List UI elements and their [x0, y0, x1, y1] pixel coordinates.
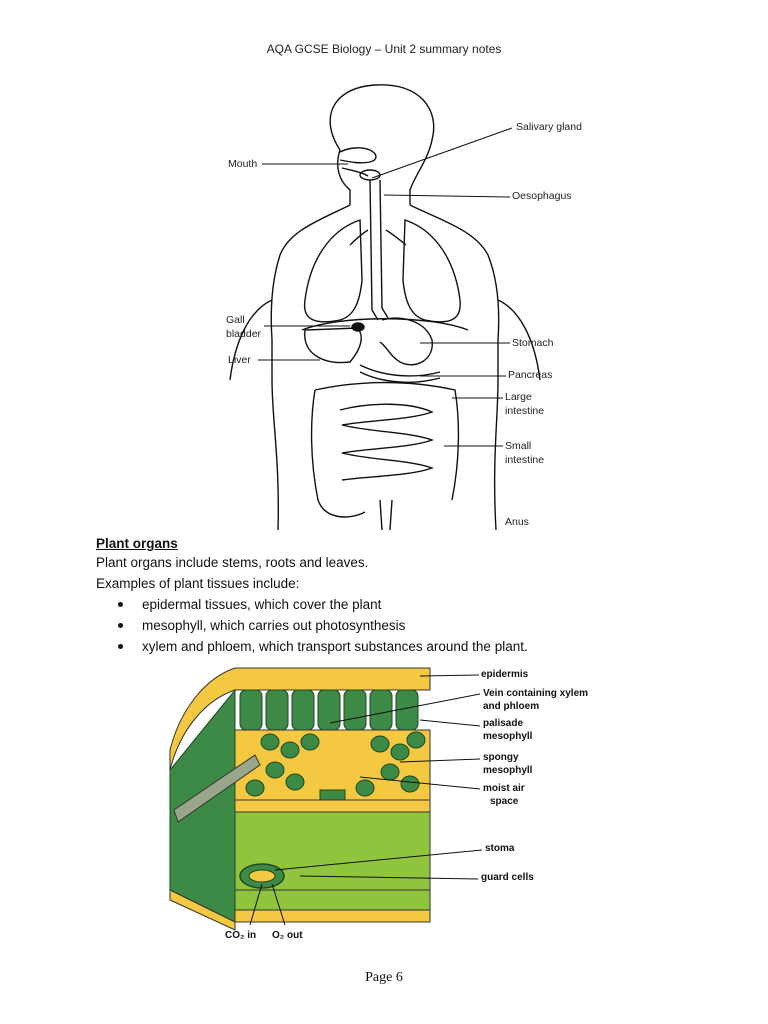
small-intestine — [339, 403, 435, 481]
label-large: Large — [505, 391, 532, 403]
list-item: epidermal tissues, which cover the plant — [118, 594, 696, 615]
label-air-2: space — [490, 796, 519, 807]
label-oesophagus: Oesophagus — [512, 190, 572, 202]
torso-right — [409, 204, 500, 531]
label-vein-2: and phloem — [483, 701, 540, 712]
label-stomach: Stomach — [512, 337, 554, 349]
tissue-list: epidermal tissues, which cover the plant… — [96, 594, 696, 657]
label-co2-in: CO₂ in — [225, 930, 257, 941]
head-outline — [329, 84, 435, 205]
label-pancreas: Pancreas — [508, 369, 553, 381]
intro-line-2: Examples of plant tissues include: — [96, 576, 300, 591]
label-air: moist air — [483, 783, 525, 794]
plant-organs-section: Plant organs Plant organs include stems,… — [96, 535, 696, 657]
label-bladder: bladder — [226, 328, 262, 340]
label-spongy: spongy — [483, 752, 519, 763]
label-o2-out: O₂ out — [272, 930, 303, 941]
label-guard-cells: guard cells — [481, 872, 534, 883]
label-epidermis: epidermis — [481, 669, 529, 680]
label-stoma: stoma — [485, 843, 515, 854]
list-item: mesophyll, which carries out photosynthe… — [118, 615, 696, 636]
leaf-illustration — [169, 667, 431, 931]
torso-left — [270, 204, 351, 531]
label-palisade-2: mesophyll — [483, 731, 533, 742]
liver — [304, 327, 362, 364]
label-anus: Anus — [505, 516, 529, 528]
section-heading: Plant organs — [96, 536, 178, 551]
label-small: Small — [505, 440, 532, 452]
label-large-intestine: intestine — [505, 405, 545, 417]
list-item: xylem and phloem, which transport substa… — [118, 636, 696, 657]
page-header: AQA GCSE Biology – Unit 2 summary notes — [266, 42, 502, 56]
label-liver: Liver — [228, 354, 251, 366]
label-small-intestine: intestine — [505, 454, 545, 466]
stomach — [379, 317, 433, 366]
label-salivary-gland: Salivary gland — [516, 121, 582, 133]
page-number: Page 6 — [365, 970, 403, 985]
intro-line-1: Plant organs include stems, roots and le… — [96, 555, 369, 570]
left-lung — [303, 219, 363, 323]
label-vein: Vein containing xylem — [483, 688, 589, 699]
label-spongy-2: mesophyll — [483, 765, 533, 776]
right-lung — [402, 219, 461, 323]
large-intestine — [310, 389, 366, 518]
label-gall: Gall — [226, 314, 245, 326]
label-mouth: Mouth — [228, 158, 258, 170]
label-palisade: palisade — [483, 718, 524, 729]
